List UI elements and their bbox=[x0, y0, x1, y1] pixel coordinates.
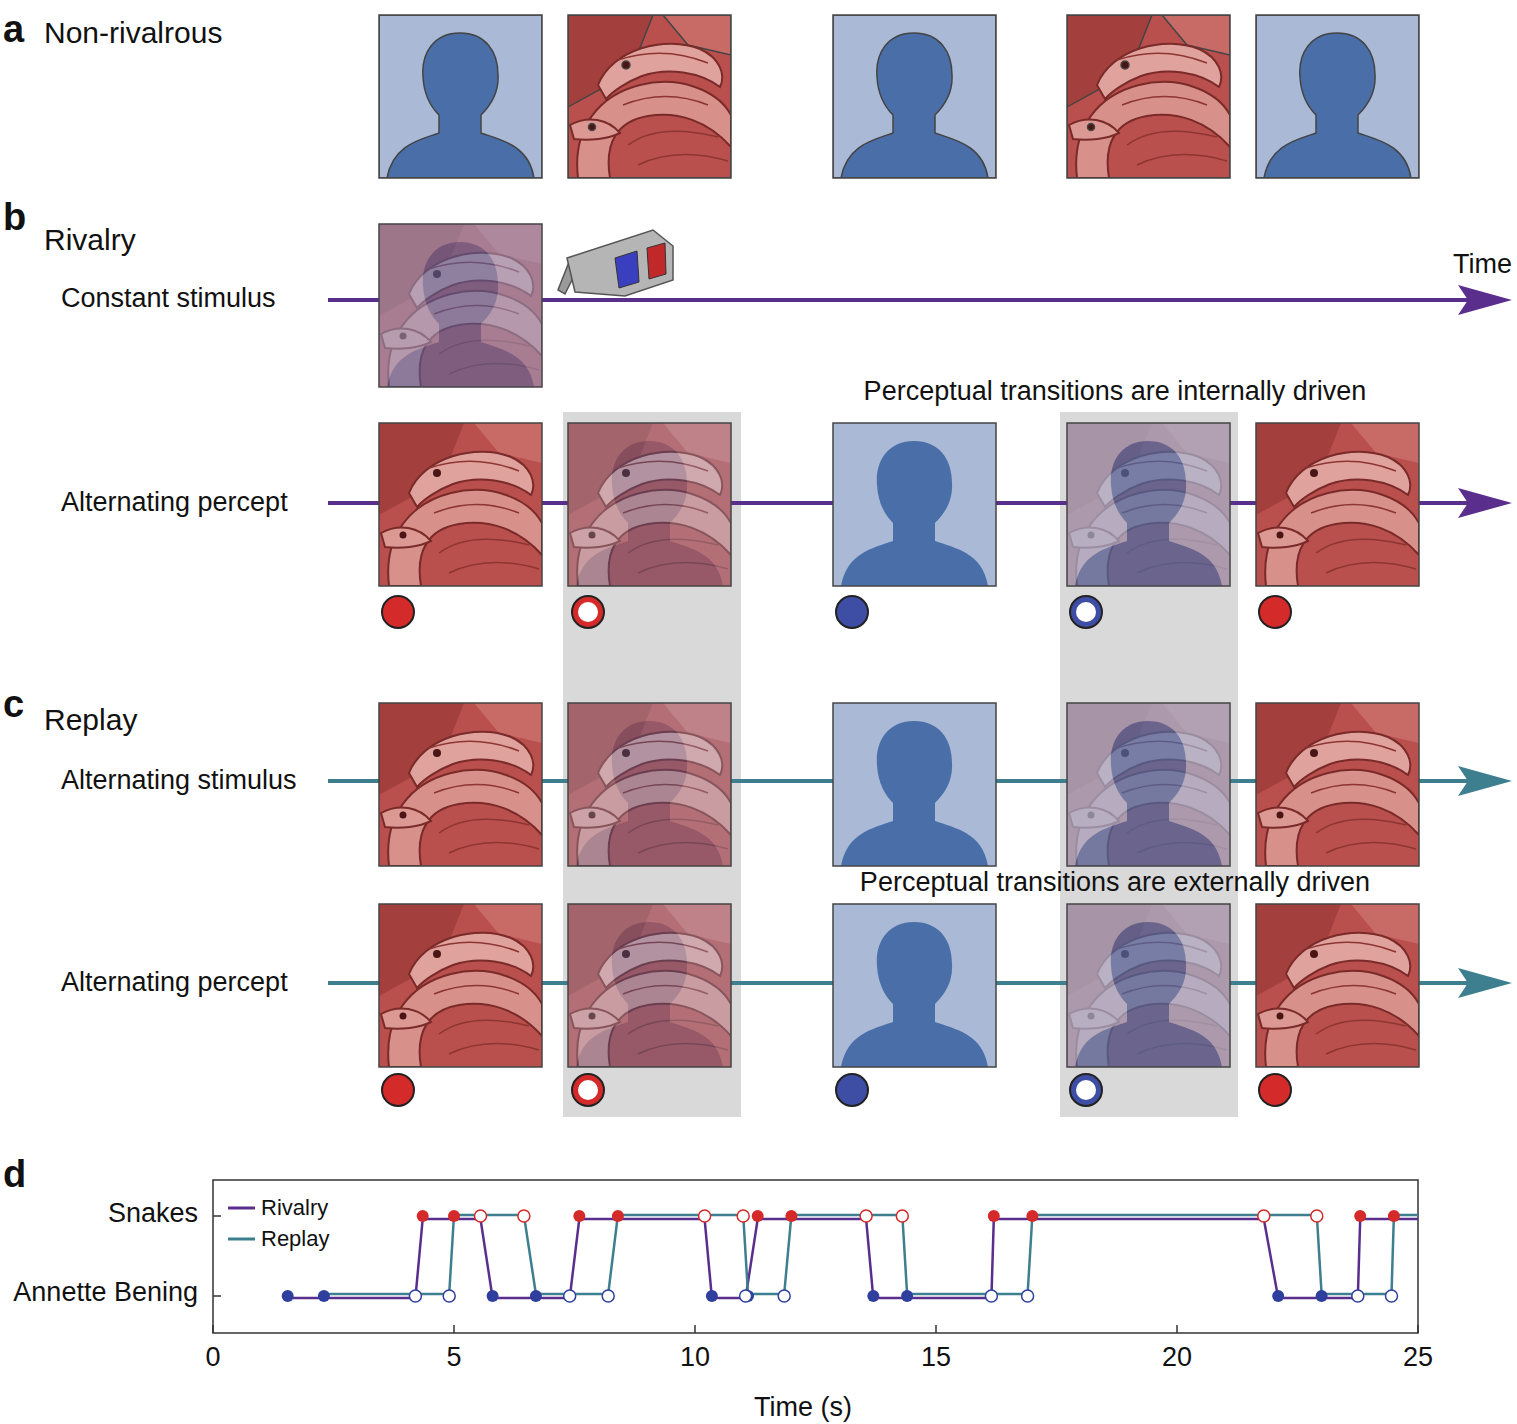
annotation: Perceptual transitions are externally dr… bbox=[860, 867, 1370, 898]
panel-letter: d bbox=[3, 1153, 26, 1197]
glasses-icon bbox=[558, 230, 673, 296]
legend-entry: Rivalry bbox=[261, 1195, 328, 1220]
row-label: Alternating percept bbox=[61, 967, 288, 998]
x-tick-label: 5 bbox=[446, 1342, 461, 1373]
legend-entry: Replay bbox=[261, 1226, 329, 1251]
highlight-band bbox=[1060, 412, 1238, 1117]
row-label: Alternating percept bbox=[61, 487, 288, 518]
panel-title: Non-rivalrous bbox=[44, 16, 222, 51]
percept-dot bbox=[382, 596, 1291, 1106]
switch-marker bbox=[475, 1210, 1323, 1222]
switch-marker bbox=[417, 1210, 1400, 1222]
panel-letter: a bbox=[3, 8, 24, 52]
percept-images bbox=[379, 423, 1419, 586]
y-tick-label: Annette Bening bbox=[13, 1277, 198, 1308]
time-axis bbox=[328, 285, 1512, 998]
x-tick-label: 10 bbox=[680, 1342, 710, 1373]
rivalry-trace bbox=[288, 1219, 1418, 1298]
x-tick-label: 15 bbox=[921, 1342, 951, 1373]
row-label: Alternating stimulus bbox=[61, 765, 297, 796]
panel-title: Replay bbox=[44, 703, 137, 738]
annotation: Perceptual transitions are internally dr… bbox=[864, 376, 1367, 407]
y-tick-label: Snakes bbox=[108, 1198, 198, 1229]
image-border bbox=[379, 15, 1419, 1067]
x-tick-label: 20 bbox=[1162, 1342, 1192, 1373]
replay-percept-images bbox=[379, 904, 1419, 1067]
chart-frame bbox=[213, 1180, 1418, 1333]
panel-letter: b bbox=[3, 196, 26, 240]
switch-marker bbox=[409, 1290, 1397, 1302]
axis-label: Time bbox=[1453, 249, 1512, 280]
x-tick-label: 0 bbox=[205, 1342, 220, 1373]
legend-sample bbox=[228, 1208, 255, 1239]
highlight-band bbox=[563, 412, 741, 1117]
x-tick-label: 25 bbox=[1403, 1342, 1433, 1373]
stimulus-images bbox=[379, 15, 1419, 178]
dichoptic-image bbox=[379, 224, 542, 387]
panel-letter: c bbox=[3, 683, 24, 727]
replay-stimulus-images bbox=[379, 703, 1419, 866]
panel-title: Rivalry bbox=[44, 223, 136, 258]
switch-marker bbox=[282, 1290, 1328, 1302]
row-label: Constant stimulus bbox=[61, 283, 276, 314]
replay-trace bbox=[324, 1215, 1418, 1294]
axis-title: Time (s) bbox=[754, 1392, 852, 1423]
